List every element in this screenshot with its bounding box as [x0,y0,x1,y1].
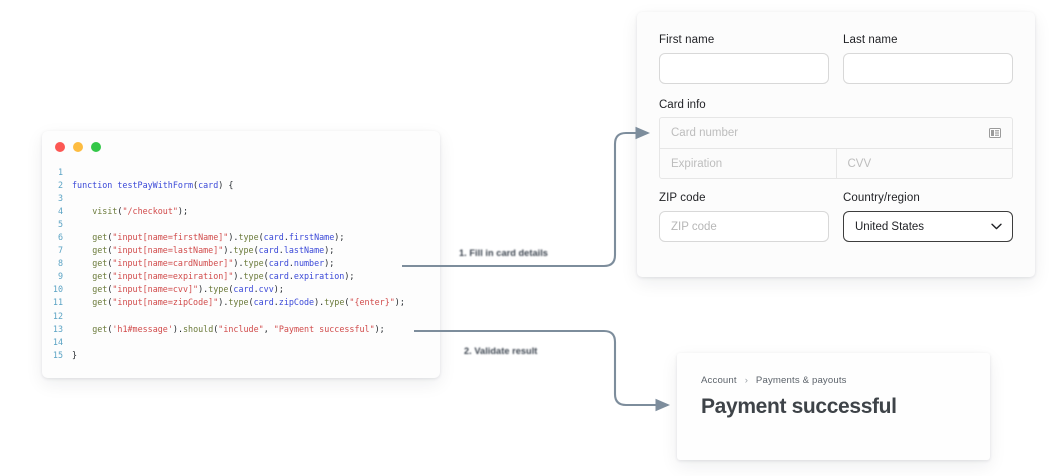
code-line-number: 11 [52,297,63,308]
code-line-number: 8 [57,258,63,269]
card-icon [989,128,1001,138]
code-line-content: } [72,349,78,360]
country-label: Country/region [843,192,920,204]
code-line-number: 9 [57,271,63,282]
card-number-input[interactable]: Card number [660,118,1012,148]
last-name-input[interactable] [843,53,1013,84]
code-line-number: 14 [52,336,63,347]
card-info-group: Card number Expiration CVV [659,117,1013,179]
breadcrumb-item-payments[interactable]: Payments & payouts [755,375,847,386]
code-line-content: get("input[name=expiration]").type(card.… [92,271,355,282]
expiration-cvv-row: Expiration CVV [660,148,1012,178]
code-line: 14 [42,336,440,349]
country-selected-value: United States [855,220,925,233]
first-name-input[interactable] [659,53,829,84]
zip-code-placeholder: ZIP code [671,220,717,233]
result-panel: Account › Payments & payouts Payment suc… [677,353,990,460]
code-window-titlebar [42,131,440,162]
connector-step-2 [414,329,671,412]
breadcrumb-separator-icon: › [744,375,748,386]
code-line-number: 2 [57,180,63,191]
code-line-content: function testPayWithForm(card) { [72,180,234,191]
code-line-number: 15 [52,349,63,360]
code-line: 9 get("input[name=expiration]").type(car… [42,270,440,283]
code-line-content: visit("/checkout"); [92,206,189,217]
code-line-content: get("input[name=lastName]").type(card.la… [92,245,335,256]
code-line: 11 get("input[name=zipCode]").type(card.… [42,296,440,309]
code-line: 8 get("input[name=cardNumber]").type(car… [42,257,440,270]
cvv-input[interactable]: CVV [835,149,1013,178]
code-line-number: 13 [52,323,63,334]
expiration-input[interactable]: Expiration [660,149,836,178]
code-line: 7 get("input[name=lastName]").type(card.… [42,244,440,257]
code-line-content: get("input[name=cvv]").type(card.cvv); [92,284,284,295]
country-field-group: Country/region United States [843,192,1013,242]
breadcrumb: Account › Payments & payouts [701,375,966,386]
code-line: 5 [42,218,440,231]
code-line-number: 7 [57,245,63,256]
first-name-label: First name [659,34,715,46]
code-line-number: 5 [57,219,63,230]
checkout-form-panel: First name Last name Card info Card numb… [637,12,1035,277]
name-fields-row: First name Last name [659,34,1013,84]
code-line: 6 get("input[name=firstName]").type(card… [42,231,440,244]
minimize-window-icon[interactable] [73,141,83,152]
code-line: 15} [42,349,440,362]
code-line-content [72,166,77,179]
code-line-content: get("input[name=cardNumber]").type(card.… [92,258,335,269]
code-line-content: get('h1#message').should("include", "Pay… [92,323,385,334]
code-line: 12 [42,310,440,323]
close-window-icon[interactable] [55,141,65,152]
card-number-placeholder: Card number [671,127,739,139]
page-title: Payment successful [701,395,897,418]
breadcrumb-item-account[interactable]: Account [701,375,737,386]
code-line-number: 1 [57,167,63,177]
first-name-field-group: First name [659,34,829,84]
code-line-content [72,192,77,205]
last-name-field-group: Last name [843,34,1013,84]
zip-code-label: ZIP code [659,192,706,204]
code-line-number: 4 [57,206,63,217]
code-line-number: 12 [52,310,63,321]
code-line-content [72,310,77,323]
code-line: 4 visit("/checkout"); [42,205,440,218]
code-line-content: get("input[name=zipCode]").type(card.zip… [92,297,405,308]
code-line: 10 get("input[name=cvv]").type(card.cvv)… [42,283,440,296]
annotation-step-1: 1. Fill in card details [459,248,548,258]
code-block[interactable]: 1 2 function testPayWithForm(card) { 3 4 v… [42,162,440,362]
maximize-window-icon[interactable] [91,141,101,152]
zip-code-input[interactable]: ZIP code [659,211,829,242]
chevron-down-icon [991,223,1002,230]
code-line-content [72,218,77,231]
card-number-row: Card number [660,118,1012,148]
zip-code-field-group: ZIP code ZIP code [659,192,829,242]
annotation-step-2: 2. Validate result [464,346,538,356]
code-line: 3 [42,192,440,205]
cvv-placeholder: CVV [847,157,872,170]
zip-country-row: ZIP code ZIP code Country/region United … [659,192,1013,242]
code-line-number: 10 [52,284,63,295]
code-line-number: 3 [57,193,63,204]
card-info-label: Card info [659,99,706,111]
code-editor-panel: 1 2 function testPayWithForm(card) { 3 4 v… [42,131,440,378]
expiration-placeholder: Expiration [671,157,723,170]
code-line: 2 function testPayWithForm(card) { [42,179,440,192]
code-line: 13 get('h1#message').should("include", "… [42,323,440,336]
last-name-label: Last name [843,34,898,46]
code-line: 1 [42,166,440,179]
country-select[interactable]: United States [843,211,1013,242]
code-line-number: 6 [57,232,63,243]
code-line-content [72,336,77,349]
code-line-content: get("input[name=firstName]").type(card.f… [92,232,345,243]
